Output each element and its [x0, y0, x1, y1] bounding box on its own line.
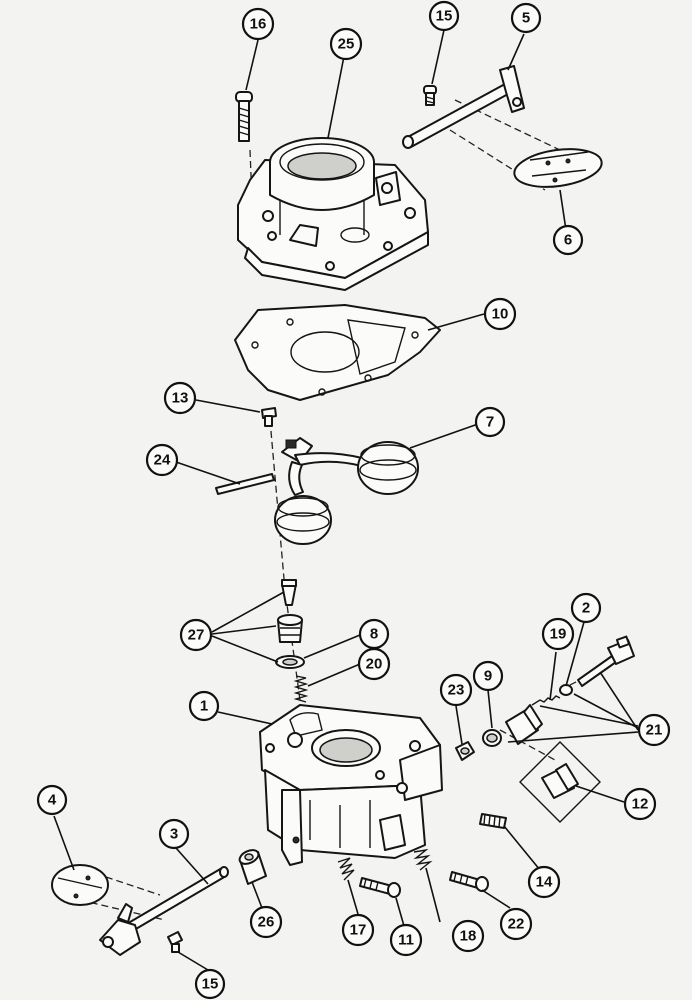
svg-text:26: 26 [258, 914, 275, 931]
callout-12: 12 [623, 787, 657, 821]
callout-1: 1 [188, 690, 220, 722]
callout-11: 11 [389, 923, 423, 957]
part-24-float-pin [215, 473, 275, 495]
svg-text:1: 1 [200, 698, 208, 715]
svg-text:3: 3 [170, 826, 178, 843]
callout-8: 8 [358, 618, 390, 650]
svg-text:23: 23 [448, 682, 465, 699]
svg-text:19: 19 [550, 626, 567, 643]
part-4-throttle-plate [51, 864, 109, 906]
part-21-inlet-fitting [505, 635, 635, 745]
svg-text:15: 15 [436, 8, 453, 25]
callout-7: 7 [474, 406, 506, 438]
callout-23: 23 [439, 673, 473, 707]
part-10-gasket [234, 304, 441, 401]
callout-22: 22 [499, 907, 533, 941]
svg-text:5: 5 [522, 10, 530, 27]
callout-15-top: 15 [428, 0, 460, 32]
part-7-float-assembly [274, 437, 419, 545]
part-26-bushing [238, 849, 267, 885]
svg-text:9: 9 [484, 668, 492, 685]
callout-2: 2 [570, 592, 602, 624]
svg-text:2: 2 [582, 600, 590, 617]
callout-21: 21 [637, 713, 671, 747]
callout-6: 6 [552, 224, 584, 256]
part-11-screw [359, 877, 401, 898]
svg-text:16: 16 [250, 16, 267, 33]
part-22-screw [449, 871, 489, 892]
part-1-main-body [259, 704, 443, 866]
callout-4: 4 [36, 784, 68, 816]
svg-text:7: 7 [486, 414, 494, 431]
part-27-needle-seat [277, 579, 303, 643]
callout-9: 9 [472, 660, 504, 692]
svg-text:20: 20 [366, 656, 383, 673]
svg-text:8: 8 [370, 626, 378, 643]
svg-text:13: 13 [172, 390, 189, 407]
part-23-nut [455, 741, 475, 761]
svg-text:14: 14 [536, 874, 553, 891]
callout-15-bottom: 15 [194, 968, 226, 1000]
part-15-screw-top [423, 85, 437, 106]
part-16-screw [235, 91, 253, 142]
leader-lines [53, 29, 639, 971]
svg-text:17: 17 [350, 922, 367, 939]
callout-5: 5 [510, 2, 542, 34]
svg-text:24: 24 [154, 452, 171, 469]
svg-text:10: 10 [492, 306, 509, 323]
part-5-choke-shaft [402, 65, 525, 149]
callout-16: 16 [241, 7, 275, 41]
part-20-spring [293, 675, 309, 703]
part-12-fitting [519, 741, 601, 823]
svg-text:12: 12 [632, 796, 649, 813]
callout-3: 3 [158, 818, 190, 850]
svg-text:25: 25 [338, 36, 355, 53]
callout-27: 27 [179, 618, 213, 652]
svg-text:15: 15 [202, 976, 219, 993]
callout-19: 19 [541, 617, 575, 651]
part-13-bolt [261, 407, 277, 427]
callout-14: 14 [527, 865, 561, 899]
callout-25: 25 [329, 27, 363, 61]
part-17-spring [337, 857, 355, 881]
callout-18: 18 [451, 919, 485, 953]
part-3-throttle-shaft [99, 866, 229, 956]
callout-20: 20 [357, 647, 391, 681]
callout-10: 10 [483, 297, 517, 331]
part-9-oring [482, 729, 502, 747]
callout-26: 26 [249, 905, 283, 939]
part-25-air-horn [237, 137, 429, 291]
svg-text:11: 11 [398, 932, 414, 949]
callout-24: 24 [145, 443, 179, 477]
callout-17: 17 [341, 913, 375, 947]
svg-text:21: 21 [646, 722, 663, 739]
svg-text:6: 6 [564, 232, 572, 249]
svg-text:18: 18 [460, 928, 477, 945]
part-15-screw-bottom [167, 931, 183, 953]
part-14-spring [479, 813, 507, 829]
svg-text:27: 27 [188, 627, 205, 644]
part-8-washer [275, 655, 305, 669]
part-18-spring [413, 848, 433, 871]
svg-text:22: 22 [508, 916, 525, 933]
svg-text:4: 4 [48, 792, 57, 809]
callout-13: 13 [163, 381, 197, 415]
part-6-choke-plate [513, 148, 603, 188]
